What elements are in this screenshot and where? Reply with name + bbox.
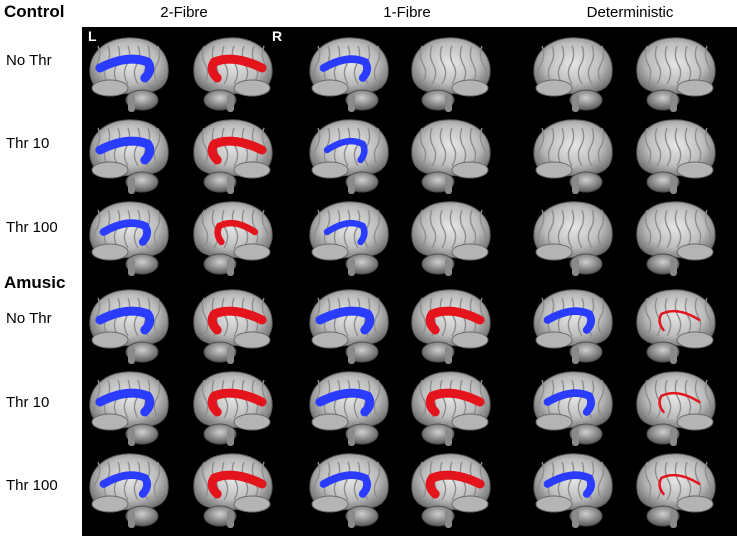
- tract-overlay: [323, 219, 368, 246]
- column-header-2-fibre: 2-Fibre: [160, 4, 208, 21]
- tract-overlay: [658, 391, 701, 414]
- tract-overlay: [323, 137, 368, 164]
- figure-panel: [82, 27, 737, 536]
- brain-slice-left: [89, 37, 169, 112]
- brain-slice-right: [193, 289, 273, 364]
- brain-slice-right: [636, 119, 716, 194]
- tract-overlay: [543, 307, 595, 334]
- brain-slice-left: [309, 119, 389, 194]
- tract-overlay: [95, 388, 155, 417]
- brain-slice-left: [89, 453, 169, 528]
- tract-overlay: [207, 136, 267, 165]
- brain-slice-right: [411, 289, 491, 364]
- tract-overlay: [319, 55, 371, 82]
- brain-slice-right: [193, 371, 273, 446]
- tract-overlay: [319, 471, 371, 498]
- brain-slice-right: [411, 453, 491, 528]
- brain-slice-left: [89, 289, 169, 364]
- tract-overlay: [207, 470, 267, 499]
- brain-slice-right: [193, 453, 273, 528]
- tract-overlay: [315, 388, 375, 417]
- tract-overlay: [207, 388, 267, 417]
- brain-slice-left: [89, 119, 169, 194]
- row-label-control-no-thr: No Thr: [6, 52, 52, 69]
- left-hemisphere-marker: L: [88, 28, 97, 44]
- brain-slice-right: [636, 289, 716, 364]
- brain-slice-right: [411, 371, 491, 446]
- brain-slice-right: [636, 371, 716, 446]
- brain-slice-left: [533, 289, 613, 364]
- brain-slice-right: [636, 453, 716, 528]
- group-label-control: Control: [4, 2, 65, 21]
- tract-overlay: [207, 54, 267, 83]
- tract-overlay: [95, 136, 155, 165]
- tract-overlay: [99, 219, 151, 246]
- tract-overlay: [658, 473, 701, 496]
- row-label-amusic-thr-100: Thr 100: [6, 477, 58, 494]
- brain-slice-left: [533, 119, 613, 194]
- row-label-amusic-thr-10: Thr 10: [6, 394, 50, 411]
- row-label-control-thr-100: Thr 100: [6, 219, 58, 236]
- tract-overlay: [425, 306, 485, 335]
- row-label-amusic-no-thr: No Thr: [6, 310, 52, 327]
- brain-slice-left: [309, 289, 389, 364]
- brain-slice-left: [533, 453, 613, 528]
- tract-overlay: [95, 54, 155, 83]
- tract-overlay: [425, 388, 485, 417]
- brain-slice-left: [309, 37, 389, 112]
- brain-slice-right: [411, 37, 491, 112]
- brain-slice-left: [533, 201, 613, 276]
- brain-slice-right: [411, 201, 491, 276]
- column-header-1-fibre: 1-Fibre: [383, 4, 431, 21]
- tract-overlay: [95, 306, 155, 335]
- brain-slice-left: [533, 371, 613, 446]
- tract-overlay: [315, 306, 375, 335]
- brain-slice-right: [411, 119, 491, 194]
- row-label-control-thr-10: Thr 10: [6, 135, 50, 152]
- brain-slice-left: [309, 371, 389, 446]
- brain-slice-right: [636, 37, 716, 112]
- tract-overlay: [543, 389, 595, 416]
- brain-slice-right: [193, 119, 273, 194]
- group-label-amusic: Amusic: [4, 273, 66, 292]
- column-header-deterministic: Deterministic: [586, 4, 674, 21]
- tract-overlay: [214, 219, 259, 246]
- brain-slice-left: [309, 453, 389, 528]
- brain-slice-right: [193, 37, 273, 112]
- right-hemisphere-marker: R: [272, 28, 283, 44]
- tract-overlay: [658, 309, 701, 332]
- brain-slice-left: [309, 201, 389, 276]
- brain-slice-left: [89, 371, 169, 446]
- tract-overlay: [425, 470, 485, 499]
- brain-slice-left: [533, 37, 613, 112]
- tract-overlay: [543, 471, 595, 498]
- brain-slice-right: [636, 201, 716, 276]
- tract-overlay: [207, 306, 267, 335]
- brain-slice-right: [193, 201, 273, 276]
- brain-slice-left: [89, 201, 169, 276]
- tract-overlay: [99, 471, 151, 498]
